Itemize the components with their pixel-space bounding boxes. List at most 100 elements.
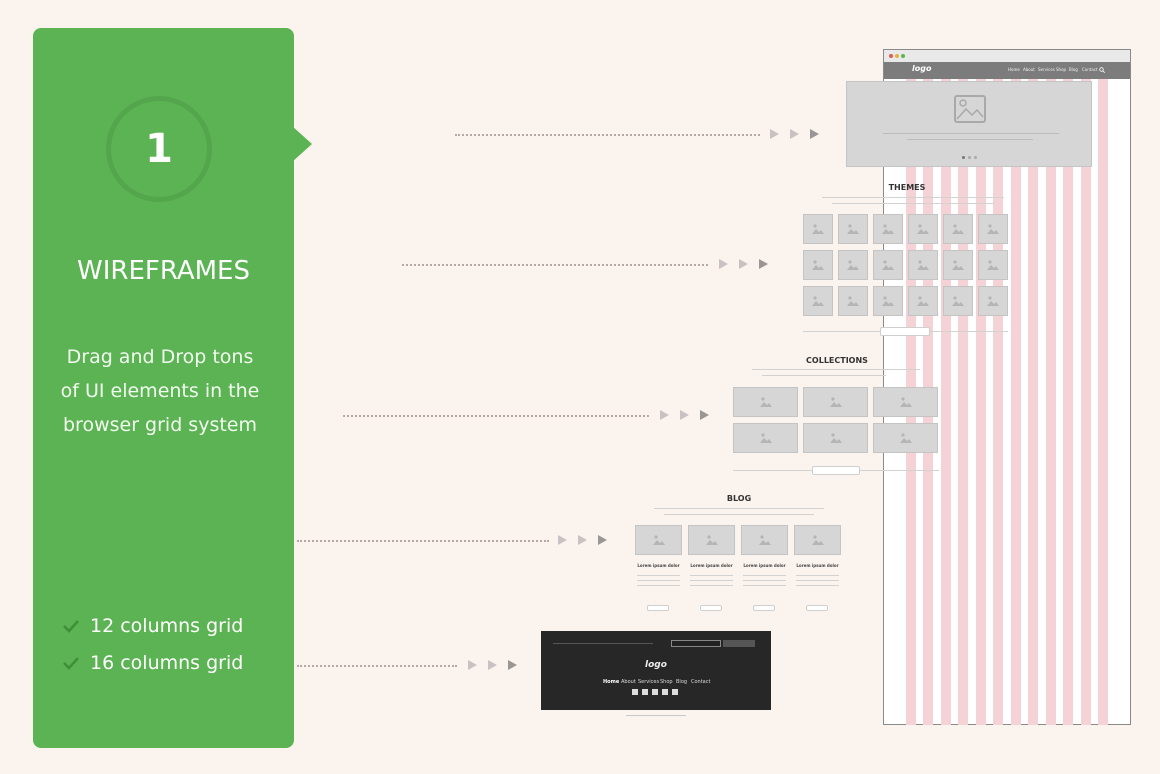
read-more-button[interactable]: [700, 605, 722, 611]
step-number: 1: [145, 126, 173, 172]
image-icon: [987, 260, 999, 270]
search-icon: [1099, 67, 1105, 73]
text-line: [762, 375, 886, 376]
grid-column: [958, 79, 968, 725]
image-placeholder: [873, 214, 903, 244]
arrow-icon: [739, 259, 748, 269]
footer-link[interactable]: Services: [638, 679, 660, 685]
mock-nav-link: Shop: [1056, 67, 1067, 72]
text-line: [752, 369, 920, 370]
blog-post-title[interactable]: Lorem ipsum dolor: [743, 563, 786, 568]
image-placeholder: [803, 286, 833, 316]
image-placeholder: [794, 525, 841, 555]
footer-link[interactable]: About: [621, 679, 636, 685]
image-icon: [882, 296, 894, 306]
arrow-icon: [719, 259, 728, 269]
arrow-icon: [700, 410, 709, 420]
feature-item: 12 columns grid: [62, 615, 243, 637]
arrow-icon: [660, 410, 669, 420]
facebook-icon[interactable]: [632, 689, 638, 695]
connector-line: [455, 134, 760, 136]
image-placeholder: [733, 423, 798, 453]
blog-post-title[interactable]: Lorem ipsum dolor: [637, 563, 680, 568]
read-more-button[interactable]: [647, 605, 669, 611]
mock-nav-link: Services: [1038, 67, 1055, 72]
footer-link[interactable]: Contact: [691, 679, 711, 685]
minimize-dot-icon: [895, 54, 899, 58]
footer-link[interactable]: Shop: [660, 679, 673, 685]
mock-nav-link: Home: [1008, 67, 1020, 72]
image-placeholder: [978, 250, 1008, 280]
image-placeholder: [978, 214, 1008, 244]
image-icon: [812, 260, 824, 270]
collections-grid: [733, 387, 941, 455]
newsletter-input[interactable]: [671, 640, 721, 647]
image-placeholder: [838, 250, 868, 280]
slider-dot: [962, 156, 965, 159]
section-title-collections: COLLECTIONS: [806, 356, 868, 365]
image-placeholder: [803, 214, 833, 244]
arrow-icon: [598, 535, 607, 545]
text-line: [796, 575, 839, 576]
twitter-icon[interactable]: [642, 689, 648, 695]
view-more-button[interactable]: [812, 466, 860, 475]
text-line: [637, 585, 680, 586]
image-placeholder: [741, 525, 788, 555]
arrow-icon: [680, 410, 689, 420]
image-icon: [705, 535, 718, 545]
arrow-icon: [558, 535, 567, 545]
image-placeholder: [803, 250, 833, 280]
view-more-button[interactable]: [880, 327, 930, 336]
instagram-icon[interactable]: [672, 689, 678, 695]
mock-nav-link: Blog: [1069, 67, 1078, 72]
image-placeholder: [873, 423, 938, 453]
grid-column: [993, 79, 1003, 725]
text-line: [822, 197, 1004, 198]
text-line: [637, 575, 680, 576]
read-more-button[interactable]: [753, 605, 775, 611]
image-placeholder: [943, 250, 973, 280]
image-icon: [952, 296, 964, 306]
panel-description: Drag and Drop tons of UI elements in the…: [60, 346, 260, 436]
mock-nav-link: About: [1023, 67, 1035, 72]
panel-title: WIREFRAMES: [77, 256, 250, 286]
panel-pointer: [292, 126, 312, 162]
arrow-icon: [759, 259, 768, 269]
google-plus-icon[interactable]: [652, 689, 658, 695]
footer-link[interactable]: Home: [603, 679, 620, 685]
arrow-icon: [810, 129, 819, 139]
grid-column: [1011, 79, 1021, 725]
step-badge: 1: [106, 96, 212, 202]
slider-dot: [968, 156, 971, 159]
image-icon: [847, 296, 859, 306]
image-placeholder: [733, 387, 798, 417]
pinterest-icon[interactable]: [662, 689, 668, 695]
text-line: [690, 580, 733, 581]
image-placeholder: [803, 387, 868, 417]
image-placeholder: [978, 286, 1008, 316]
arrow-icon: [790, 129, 799, 139]
image-placeholder: [838, 214, 868, 244]
mock-nav-link: Contact: [1082, 67, 1098, 72]
grid-column: [941, 79, 951, 725]
close-dot-icon: [889, 54, 893, 58]
arrow-icon: [468, 660, 477, 670]
image-icon: [917, 260, 929, 270]
blog-post-title[interactable]: Lorem ipsum dolor: [796, 563, 839, 568]
blog-post-title[interactable]: Lorem ipsum dolor: [690, 563, 733, 568]
image-icon: [811, 535, 824, 545]
subscribe-button[interactable]: [723, 640, 755, 647]
image-icon: [882, 224, 894, 234]
text-line: [796, 580, 839, 581]
image-placeholder: [943, 214, 973, 244]
image-placeholder: [803, 423, 868, 453]
image-placeholder: [873, 250, 903, 280]
read-more-button[interactable]: [806, 605, 828, 611]
text-line: [637, 580, 680, 581]
grid-column: [976, 79, 986, 725]
image-icon: [917, 296, 929, 306]
text-line: [743, 580, 786, 581]
footer-link[interactable]: Blog: [676, 679, 688, 685]
mock-footer: logo Home About Services Shop Blog Conta…: [541, 631, 771, 710]
grid-column: [1098, 79, 1108, 725]
